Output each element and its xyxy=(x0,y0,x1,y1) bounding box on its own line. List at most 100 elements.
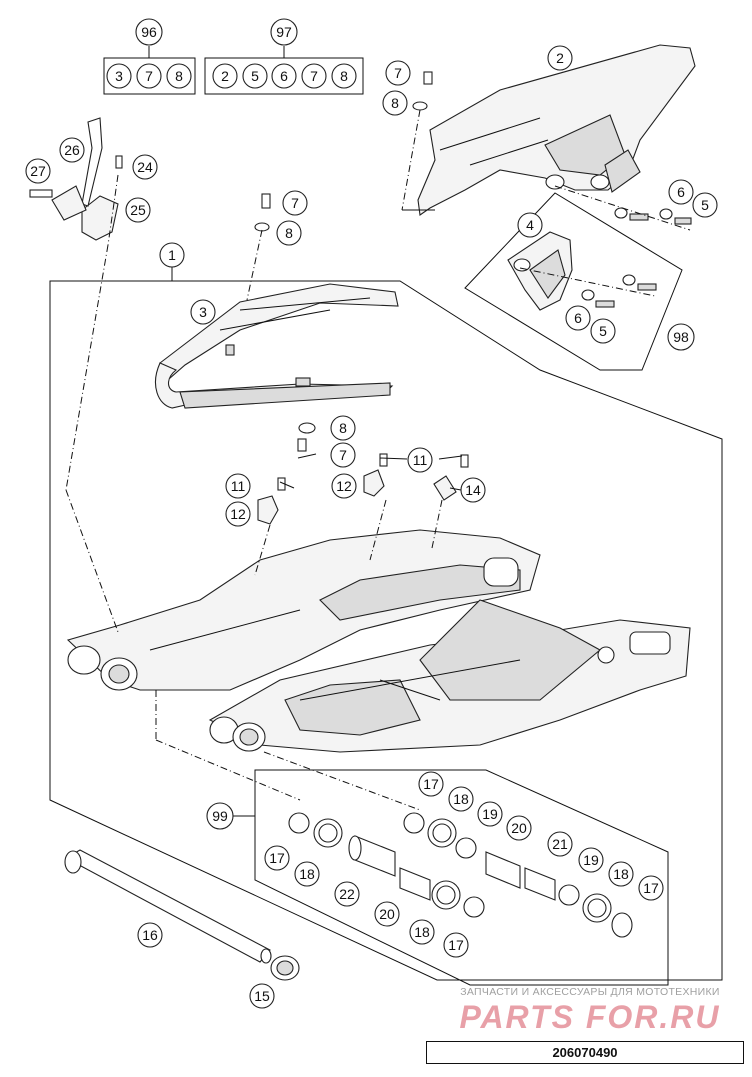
svg-text:17: 17 xyxy=(423,776,439,792)
guard-bracket-part xyxy=(507,231,573,311)
kit-96-item-3: 8 xyxy=(175,68,183,84)
callout-8b: 8 xyxy=(276,220,302,246)
callout-98: 98 xyxy=(667,323,695,351)
svg-text:20: 20 xyxy=(511,820,527,836)
kit-97: 97 2 5 6 7 8 xyxy=(204,18,364,95)
callout-20b: 20 xyxy=(374,901,400,927)
svg-text:7: 7 xyxy=(339,447,347,463)
svg-text:20: 20 xyxy=(379,906,395,922)
callout-16: 16 xyxy=(137,922,163,948)
group-98-frame xyxy=(464,192,683,371)
callout-1: 1 xyxy=(159,242,185,268)
svg-text:PARTS FOR.RU: PARTS FOR.RU xyxy=(459,999,720,1035)
callout-21: 21 xyxy=(547,831,573,857)
svg-text:19: 19 xyxy=(482,806,498,822)
kit-97-item-1: 2 xyxy=(221,68,229,84)
svg-text:8: 8 xyxy=(285,225,293,241)
clamps-11-12-14 xyxy=(257,453,469,525)
chain-sliding-guard-part xyxy=(417,44,696,216)
svg-text:2: 2 xyxy=(556,50,564,66)
kit-97-label: 97 xyxy=(276,24,292,40)
callout-3: 3 xyxy=(190,299,216,325)
callout-19b: 19 xyxy=(578,847,604,873)
callout-18b: 18 xyxy=(608,861,634,887)
svg-text:18: 18 xyxy=(299,866,315,882)
kit-97-item-5: 8 xyxy=(340,68,348,84)
assembly-1-frame xyxy=(49,280,723,981)
svg-text:24: 24 xyxy=(137,159,153,175)
watermark-brand-logo: PARTS FOR.RU xyxy=(459,999,720,1035)
watermark-tagline: ЗАПЧАСТИ И АКСЕССУАРЫ ДЛЯ МОТОТЕХНИКИ xyxy=(460,986,720,998)
callout-15: 15 xyxy=(249,983,275,1009)
callout-18a: 18 xyxy=(448,786,474,812)
kit-96-item-2: 7 xyxy=(145,68,153,84)
svg-text:22: 22 xyxy=(339,886,355,902)
callout-7a: 7 xyxy=(385,60,411,86)
chain-guard-part xyxy=(155,283,399,409)
svg-text:1: 1 xyxy=(168,247,176,263)
kit-96-item-1: 3 xyxy=(115,68,123,84)
svg-text:12: 12 xyxy=(336,478,352,494)
kit-97-item-3: 6 xyxy=(280,68,288,84)
callout-12a: 12 xyxy=(331,473,357,499)
svg-text:8: 8 xyxy=(339,420,347,436)
kit-97-item-4: 7 xyxy=(310,68,318,84)
axle-16-nut-15 xyxy=(64,849,300,981)
svg-text:12: 12 xyxy=(230,506,246,522)
svg-text:26: 26 xyxy=(64,142,80,158)
svg-text:5: 5 xyxy=(701,197,709,213)
svg-text:3: 3 xyxy=(199,304,207,320)
svg-text:11: 11 xyxy=(231,478,246,494)
svg-text:21: 21 xyxy=(552,836,568,852)
svg-text:18: 18 xyxy=(453,791,469,807)
callout-26: 26 xyxy=(59,137,85,163)
callout-2: 2 xyxy=(547,45,573,71)
leader-lines xyxy=(65,109,691,811)
svg-text:6: 6 xyxy=(677,184,685,200)
callout-7c: 7 xyxy=(330,442,356,468)
bearings-group-99 xyxy=(288,812,633,938)
callout-11a: 11 xyxy=(407,447,433,473)
svg-text:7: 7 xyxy=(291,195,299,211)
callout-20a: 20 xyxy=(506,815,532,841)
svg-text:98: 98 xyxy=(673,329,689,345)
svg-text:18: 18 xyxy=(414,924,430,940)
callout-17b: 17 xyxy=(638,875,664,901)
callout-19a: 19 xyxy=(477,801,503,827)
callout-5b: 5 xyxy=(590,318,616,344)
svg-text:7: 7 xyxy=(394,65,402,81)
kit-96-label: 96 xyxy=(141,24,157,40)
kit-96: 96 3 7 8 xyxy=(103,18,196,95)
bolts-5-6 xyxy=(581,207,692,308)
svg-text:14: 14 xyxy=(465,482,481,498)
clamp-parts-24-27 xyxy=(29,117,123,241)
callout-25: 25 xyxy=(125,197,151,223)
callout-18c: 18 xyxy=(294,861,320,887)
svg-text:17: 17 xyxy=(448,937,464,953)
svg-text:27: 27 xyxy=(30,163,46,179)
callout-6b: 6 xyxy=(565,305,591,331)
callout-24: 24 xyxy=(132,154,158,180)
callout-8a: 8 xyxy=(382,90,408,116)
swingarm-part xyxy=(66,529,691,753)
svg-text:19: 19 xyxy=(583,852,599,868)
group-99-frame xyxy=(254,769,669,986)
callout-27: 27 xyxy=(25,158,51,184)
callout-14: 14 xyxy=(460,477,486,503)
callout-22: 22 xyxy=(334,881,360,907)
callout-17a: 17 xyxy=(418,771,444,797)
callouts: 1 2 3 4 5 6 6 5 98 7 8 7 8 8 7 11 12 14 … xyxy=(25,45,718,1009)
svg-text:25: 25 xyxy=(130,202,146,218)
svg-text:8: 8 xyxy=(391,95,399,111)
callout-17c: 17 xyxy=(264,845,290,871)
svg-text:17: 17 xyxy=(269,850,285,866)
svg-text:5: 5 xyxy=(599,323,607,339)
svg-text:16: 16 xyxy=(142,927,158,943)
callout-17d: 17 xyxy=(443,932,469,958)
diagram-id: 206070490 xyxy=(426,1041,744,1064)
callout-8c: 8 xyxy=(330,415,356,441)
kit-97-item-2: 5 xyxy=(251,68,259,84)
svg-text:18: 18 xyxy=(613,866,629,882)
svg-text:4: 4 xyxy=(526,217,534,233)
